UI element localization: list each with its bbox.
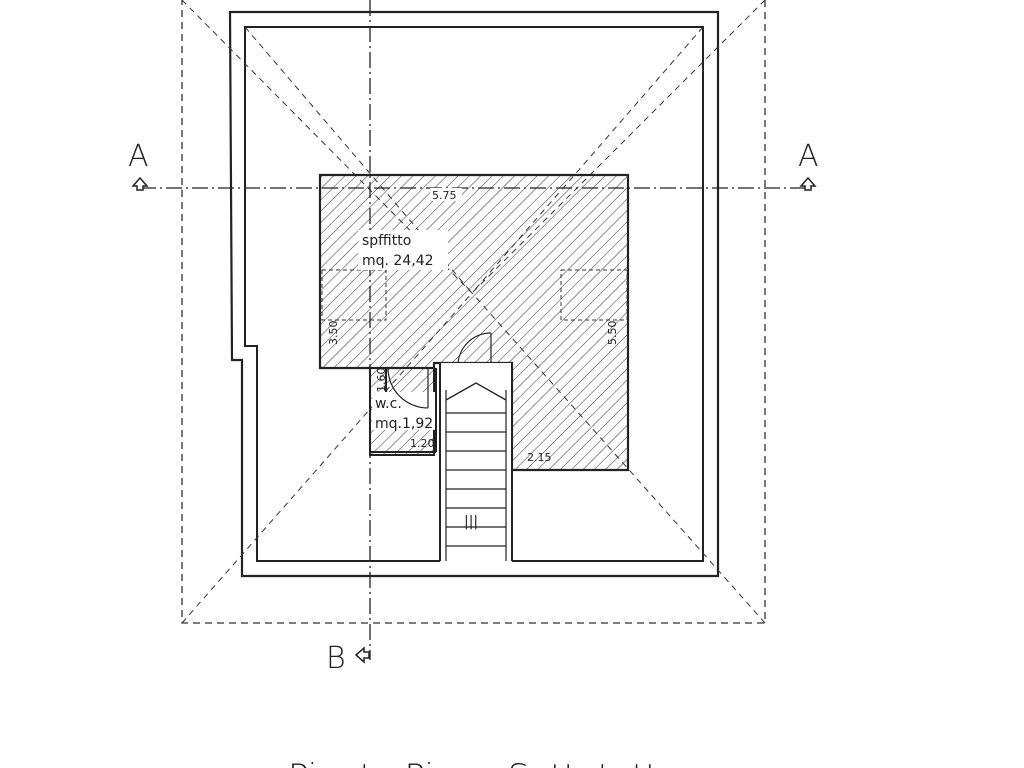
section-label-a-left: A — [128, 139, 149, 174]
dimension-wc-width: 1.20 — [410, 437, 435, 450]
section-arrows — [131, 176, 817, 664]
dimension-height-left: 3.50 — [327, 321, 340, 346]
stairwell — [439, 363, 513, 562]
drawing-title: Pianta Piano Sottotetto — [288, 757, 679, 768]
wc-room-name: w.c. — [375, 396, 402, 412]
wc-room-area: mq.1,92 — [375, 416, 433, 432]
wc-label-area — [372, 392, 436, 430]
door-swings — [387, 332, 492, 409]
interior-walls — [370, 368, 437, 453]
exterior-wall-outer — [228, 10, 720, 578]
attic-room-area: mq. 24,42 — [362, 253, 434, 269]
dimension-width-top: 5.75 — [432, 189, 457, 202]
dimension-height-right: 5.50 — [606, 321, 619, 346]
attic-label-area — [358, 230, 448, 270]
stair-up-mark: ||| — [464, 514, 478, 530]
attic-room-name: spffitto — [362, 233, 411, 249]
section-label-b: B — [326, 641, 346, 676]
dimension-wc-height: 1.60 — [375, 368, 388, 393]
roof-outline — [181, 0, 766, 624]
section-label-a-right: A — [798, 139, 819, 174]
dimension-bottom-right: 2.15 — [527, 451, 552, 464]
dashed-openings — [321, 269, 628, 321]
